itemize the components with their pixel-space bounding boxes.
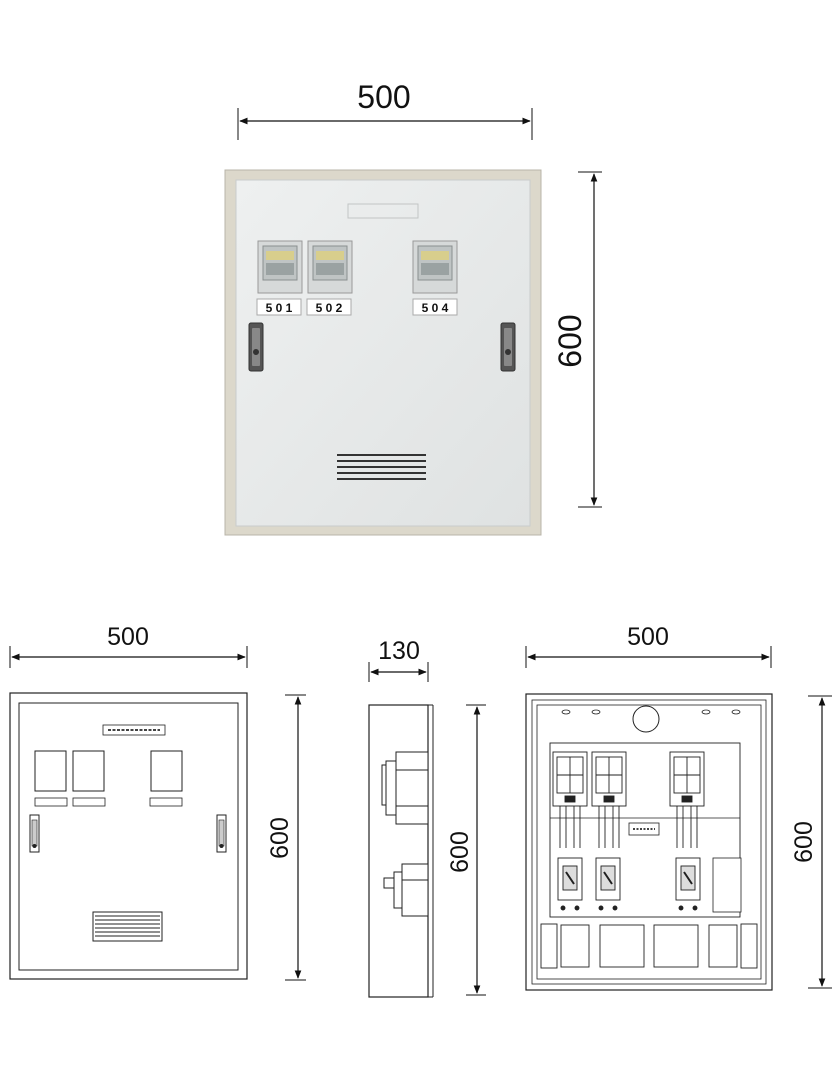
side-depth-dimension: 130: [368, 637, 429, 682]
front-label-plate-3: [149, 797, 183, 807]
front-height-dimension: 600: [266, 694, 306, 981]
interior-meter-3: [669, 751, 705, 848]
front-width-label: 500: [107, 623, 149, 651]
interior-breaker-1: [557, 857, 583, 911]
interior-height-dimension: 600: [790, 695, 832, 989]
front-latch-right: [216, 814, 227, 853]
side-height-label: 600: [446, 831, 474, 873]
photo-width-label: 500: [357, 79, 410, 115]
meter-label-504: 5 0 4: [422, 301, 449, 315]
front-meter-window-1: [34, 750, 67, 792]
meter-plate-504: [412, 298, 458, 316]
interior-width-dimension: 500: [525, 623, 772, 668]
photo-view: 500 5 0 1 5 0 2 5 0 4: [224, 79, 602, 536]
meter-label-501: 5 0 1: [266, 301, 293, 315]
embossed-nameplate: [347, 203, 419, 219]
cabinet-door: [235, 179, 531, 527]
front-latch-left: [29, 814, 40, 853]
front-label-plate-2: [72, 797, 106, 807]
front-meter-window-2: [72, 750, 105, 792]
front-vent-louver: [92, 911, 163, 942]
interior-view-drawing: 500: [525, 623, 832, 991]
interior-spare-slot: [712, 857, 742, 913]
interior-height-label: 600: [790, 821, 818, 863]
meter-label-502: 5 0 2: [316, 301, 343, 315]
interior-meter-1: [552, 751, 588, 848]
ventilation-louver: [337, 454, 426, 480]
side-meter-profile: [381, 751, 429, 825]
photo-height-label: 600: [552, 314, 588, 367]
side-depth-label: 130: [378, 637, 420, 665]
front-label-plate-1: [34, 797, 68, 807]
door-latch-right[interactable]: [500, 322, 516, 372]
front-meter-window-3: [150, 750, 183, 792]
front-view-drawing: 500: [9, 623, 306, 981]
side-view-drawing: 130 600: [368, 637, 486, 998]
interior-breaker-3: [675, 857, 701, 911]
door-latch-left[interactable]: [248, 322, 264, 372]
meter-window-504: [412, 240, 458, 294]
front-nameplate: [102, 724, 166, 736]
side-body-outline: [368, 704, 429, 998]
side-height-dimension: 600: [446, 704, 486, 996]
cable-knockout-hole: [632, 705, 660, 733]
side-breaker-profile: [383, 863, 429, 917]
interior-bottom-knockouts: [540, 923, 758, 969]
interior-meter-2: [591, 751, 627, 848]
meter-plate-501: [256, 298, 302, 316]
meter-window-501: [257, 240, 303, 294]
front-width-dimension: 500: [9, 623, 248, 668]
interior-width-label: 500: [627, 623, 669, 651]
photo-height-dimension: 600: [552, 171, 602, 508]
front-height-label: 600: [266, 817, 294, 859]
meter-window-502: [307, 240, 353, 294]
meter-plate-502: [306, 298, 352, 316]
photo-width-dimension: 500: [237, 79, 533, 140]
interior-breaker-2: [595, 857, 621, 911]
